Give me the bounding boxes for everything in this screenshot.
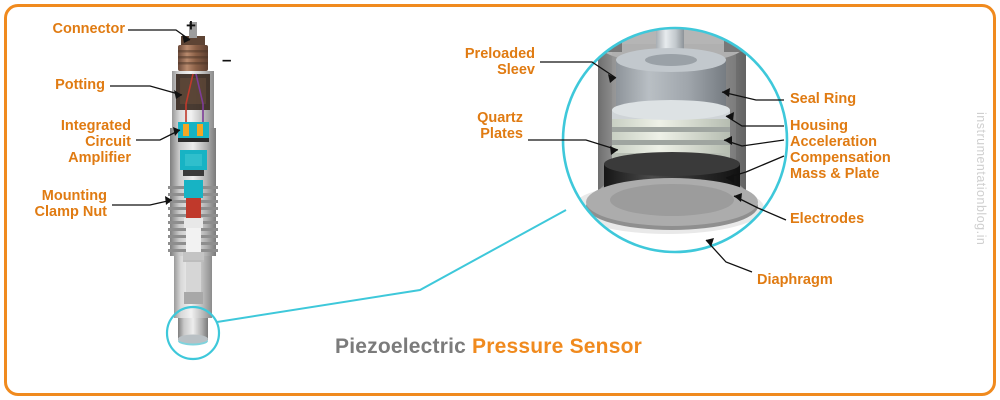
label-quartz-plates: Quartz Plates — [477, 110, 523, 142]
label-housing: Housing — [790, 118, 848, 134]
figure-title: Piezoelectric Pressure Sensor — [335, 335, 642, 359]
callout-source-circle — [165, 305, 221, 361]
polarity-minus: – — [222, 50, 232, 69]
label-acceleration-compensation-mass-plate: Acceleration Compensation Mass & Plate — [790, 134, 891, 182]
label-ic-amplifier: Integrated Circuit Amplifier — [60, 118, 131, 166]
callout-connector-lower — [216, 209, 567, 323]
watermark: instrumentationblog.in — [974, 112, 988, 246]
magnified-detail-artwork — [563, 28, 787, 252]
label-electrodes: Electrodes — [790, 211, 865, 227]
label-potting: Potting — [55, 77, 105, 93]
label-connector: Connector — [52, 21, 126, 37]
figure-title-main: Pressure Sensor — [472, 335, 642, 358]
label-seal-ring: Seal Ring — [790, 91, 857, 107]
figure-title-prefix: Piezoelectric — [335, 335, 473, 358]
label-mounting-clamp-nut: Mounting Clamp Nut — [34, 188, 108, 220]
polarity-plus: + — [186, 16, 196, 35]
leader-arrowheads — [165, 34, 742, 247]
label-diaphragm: Diaphragm — [757, 272, 833, 288]
sensor-body-artwork — [168, 22, 218, 346]
label-preloaded-sleev: Preloaded Sleev — [464, 46, 535, 78]
